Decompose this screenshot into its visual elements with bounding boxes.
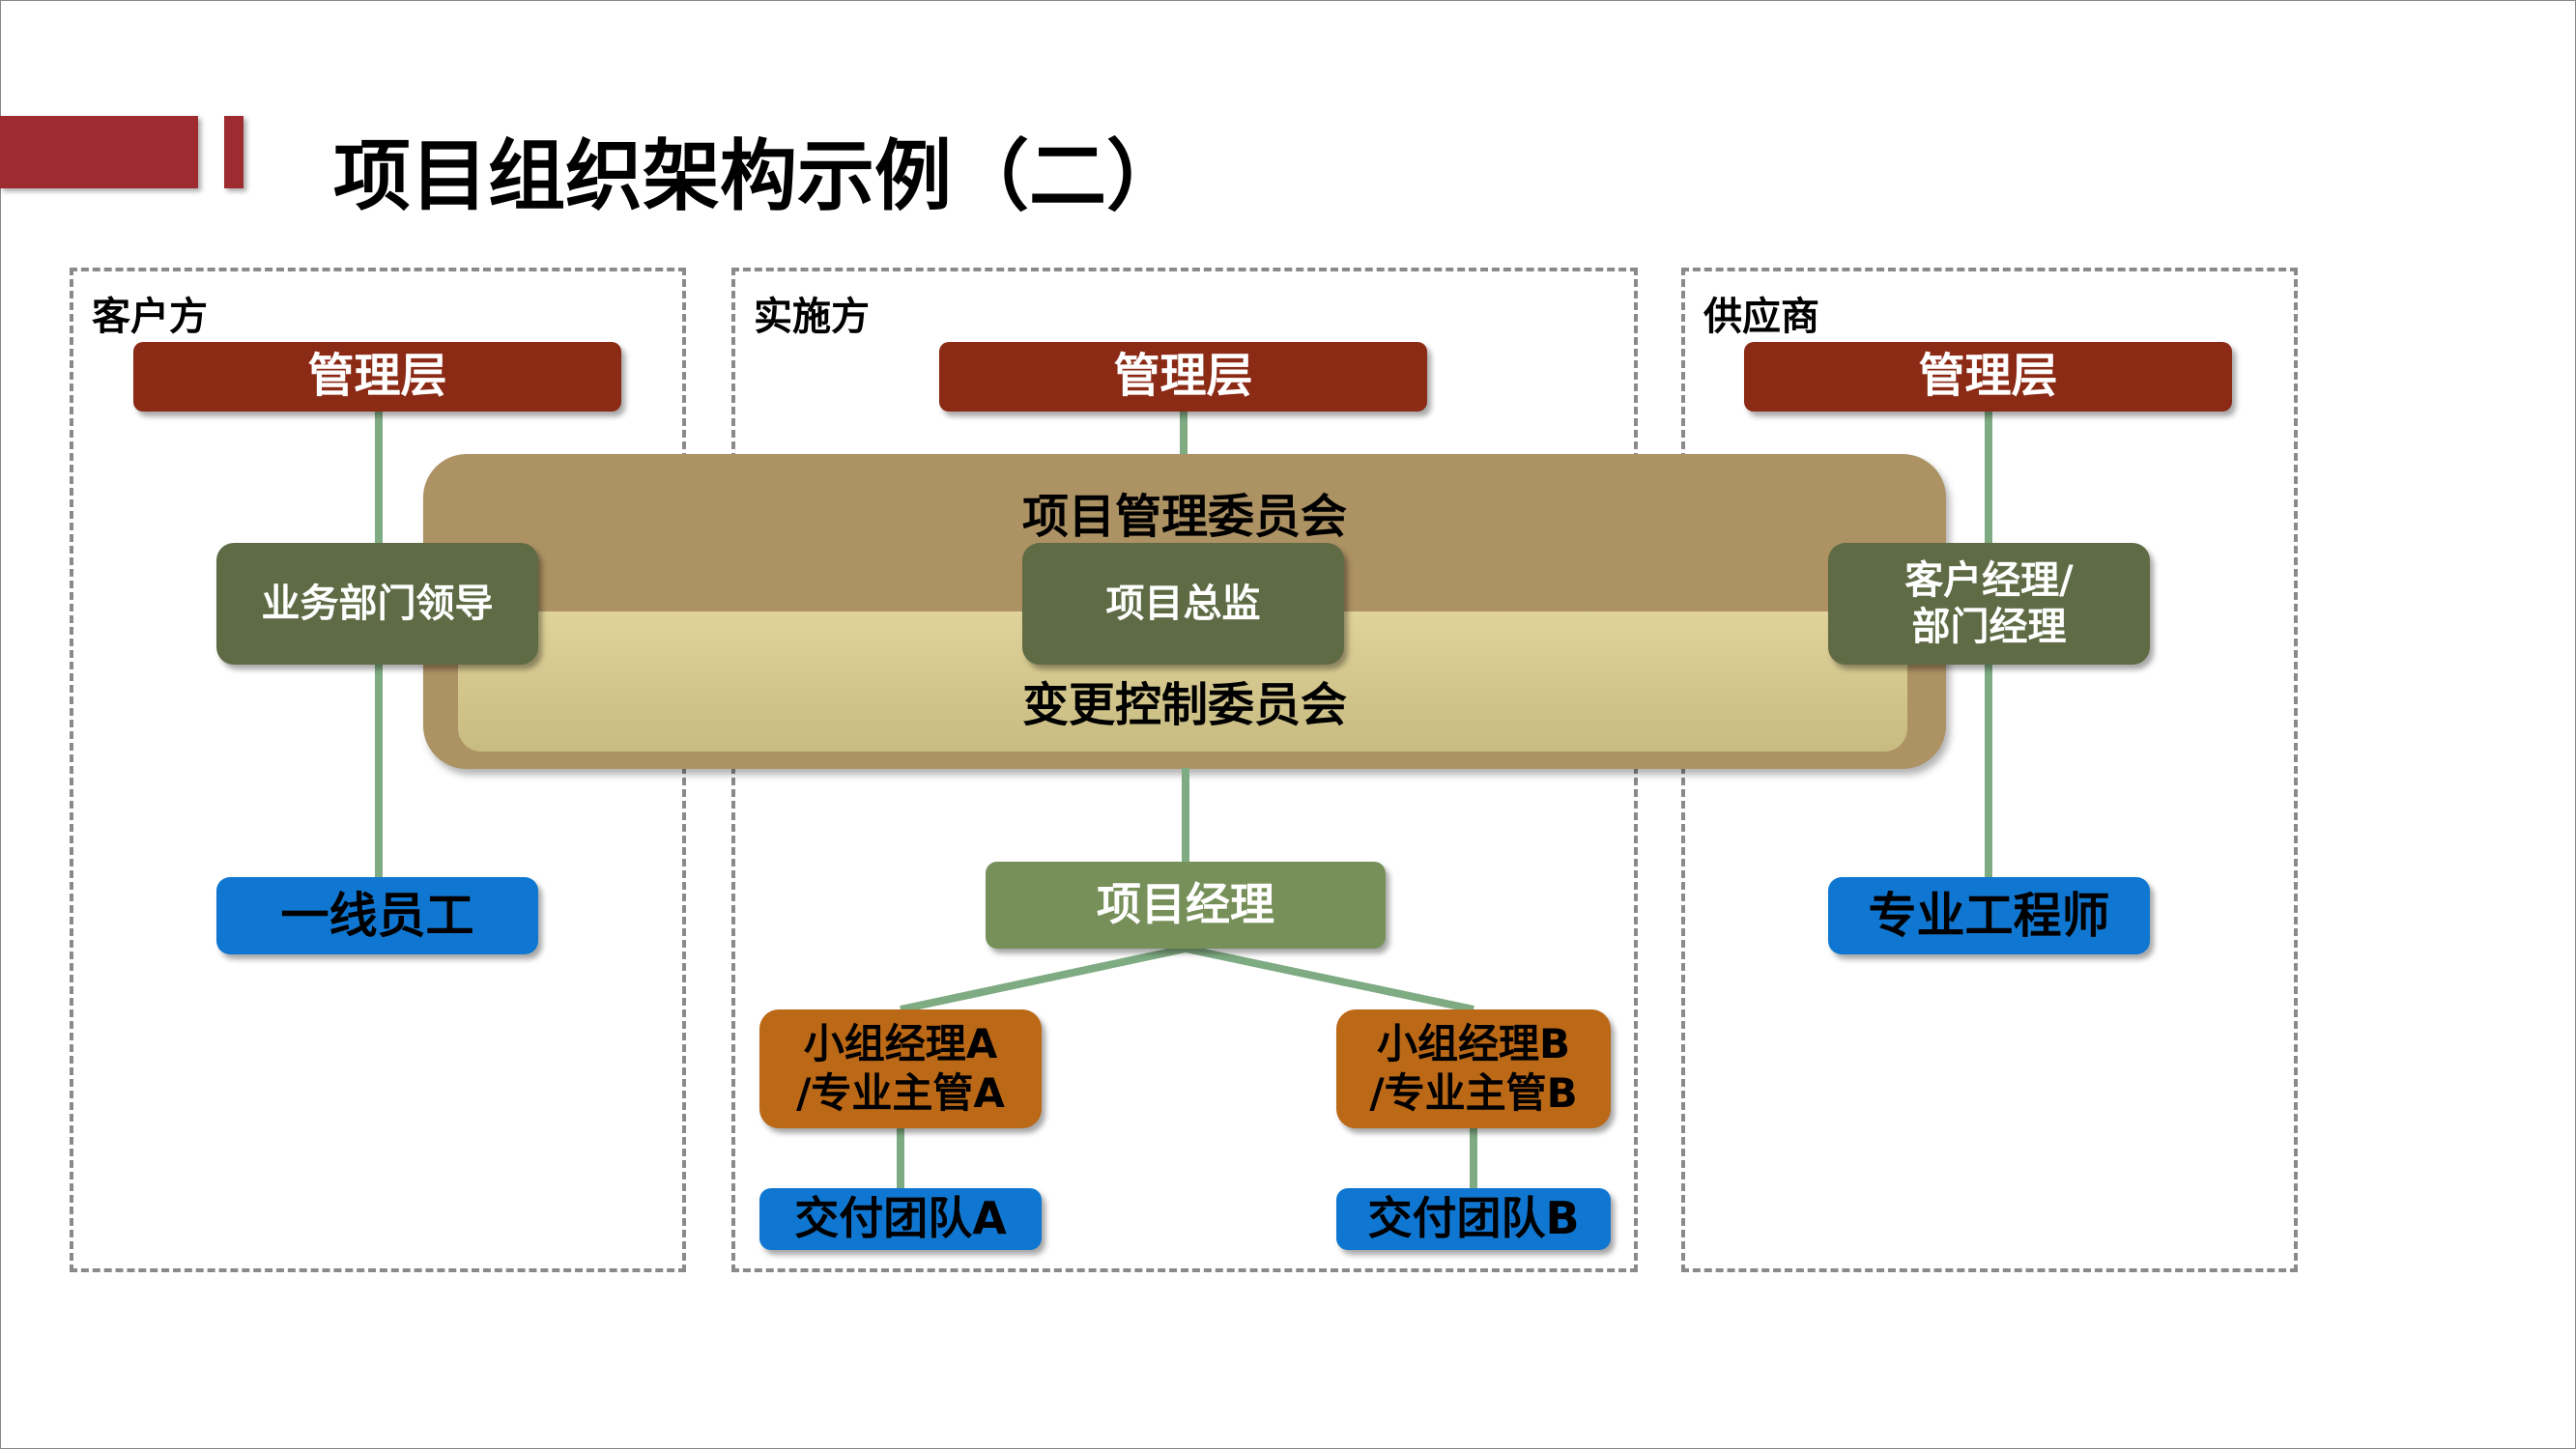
supplier-leader-line1: 客户经理/ — [1904, 558, 2074, 603]
implementer-group — [731, 268, 1638, 1272]
delivery-team-a-box: 交付团队A — [759, 1188, 1042, 1250]
client-management-box: 管理层 — [133, 342, 621, 412]
pm-to-sub-b-connector — [1185, 945, 1474, 1013]
page-title: 项目组织架构示例（二） — [333, 131, 1184, 221]
sub-manager-b-line1: 小组经理B — [1376, 1020, 1570, 1068]
title-accent-bar — [0, 116, 198, 188]
sub-manager-a-line2: /专业主管A — [796, 1068, 1005, 1117]
supplier-management-box: 管理层 — [1744, 342, 2232, 412]
supplier-group — [1681, 268, 2298, 1272]
sub-manager-b-box: 小组经理B /专业主管B — [1336, 1009, 1611, 1128]
implementer-management-box: 管理层 — [939, 342, 1427, 412]
sub-manager-a-line1: 小组经理A — [803, 1020, 998, 1068]
project-management-committee-label: 项目管理委员会 — [1021, 490, 1347, 544]
delivery-team-b-box: 交付团队B — [1336, 1188, 1611, 1250]
supplier-group-label: 供应商 — [1703, 295, 1819, 339]
client-business-leader-box: 业务部门领导 — [216, 543, 538, 665]
client-group-label: 客户方 — [92, 295, 208, 339]
supplier-engineer-box: 专业工程师 — [1828, 877, 2150, 954]
client-group — [70, 268, 686, 1272]
change-control-committee-label: 变更控制委员会 — [1021, 678, 1347, 732]
pm-to-sub-a-connector — [900, 945, 1187, 1013]
supplier-leader-line2: 部门经理 — [1911, 605, 2067, 649]
sub-manager-b-line2: /专业主管B — [1369, 1068, 1578, 1117]
implementer-group-label: 实施方 — [754, 295, 870, 339]
project-manager-box: 项目经理 — [986, 862, 1386, 949]
client-frontline-staff-box: 一线员工 — [216, 877, 538, 954]
project-director-box: 项目总监 — [1022, 543, 1344, 665]
sub-manager-a-box: 小组经理A /专业主管A — [759, 1009, 1042, 1128]
supplier-account-manager-box: 客户经理/ 部门经理 — [1828, 543, 2150, 665]
title-accent-bar-small — [224, 116, 243, 188]
